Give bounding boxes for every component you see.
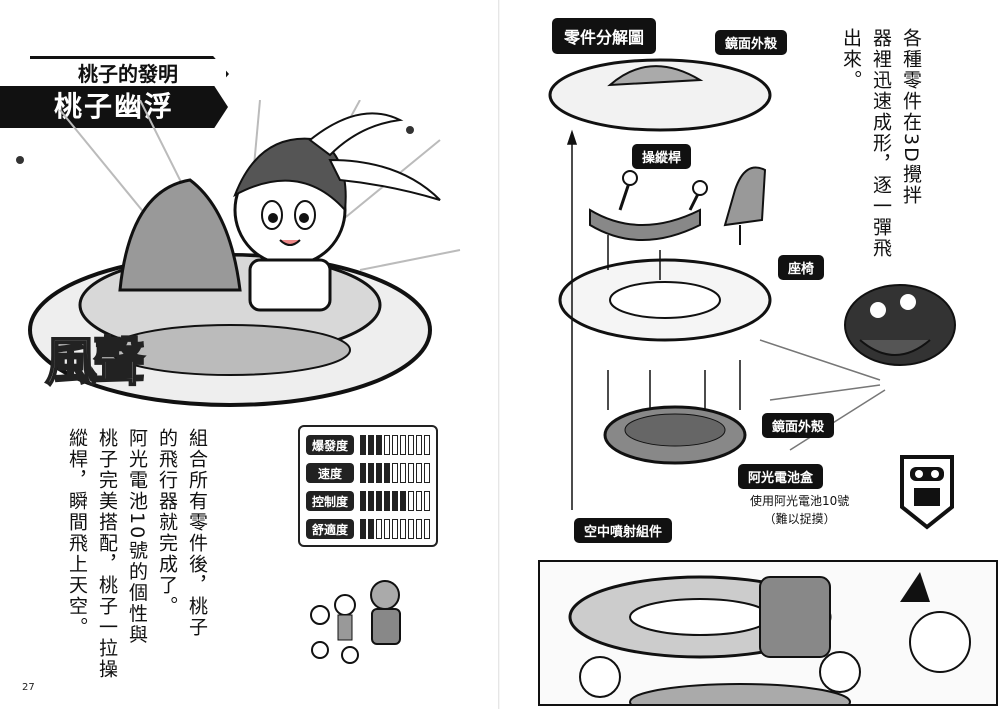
label-battery-box: 阿光電池盒 — [738, 464, 824, 489]
stat-segment — [360, 491, 366, 511]
title-big: 桃子幽浮 — [0, 86, 228, 128]
stat-row: 控制度 — [306, 487, 430, 515]
stat-bar — [360, 463, 430, 483]
battery-note-line1: 使用阿光電池10號 — [750, 494, 850, 508]
page-number-left: 27 — [22, 682, 35, 693]
stat-segment — [408, 519, 414, 539]
stat-segment — [416, 435, 422, 455]
left-paragraph-col-2: 的飛行器就完成了。 — [156, 428, 178, 617]
label-mirror-shell-bottom: 鏡面外殼 — [762, 413, 835, 438]
stat-segment — [384, 519, 390, 539]
stat-segment — [376, 519, 382, 539]
comic-panel-illustration — [568, 572, 971, 704]
battery-note-line2: （難以捉摸） — [763, 512, 836, 526]
title-block: 桃子的發明 桃子幽浮 — [0, 26, 232, 128]
stat-segment — [408, 491, 414, 511]
label-mirror-shell-top: 鏡面外殼 — [715, 30, 788, 55]
stat-segment — [416, 519, 422, 539]
stat-segment — [424, 491, 430, 511]
stat-segment — [368, 519, 374, 539]
stat-segment — [360, 519, 366, 539]
peach-ufo-illustration — [16, 100, 461, 407]
stat-segment — [400, 435, 406, 455]
stat-bar — [360, 491, 430, 511]
left-paragraph: 組合所有零件後，桃子 的飛行器就完成了。 阿光電池10號的個性與 桃子完美搭配，… — [62, 428, 212, 680]
stat-segment — [376, 491, 382, 511]
stat-segment — [368, 491, 374, 511]
stat-segment — [392, 491, 398, 511]
stat-bar — [360, 519, 430, 539]
stat-segment — [368, 435, 374, 455]
stat-row: 爆發度 — [306, 431, 430, 459]
stat-segment — [384, 491, 390, 511]
left-page: 桃子的發明 桃子幽浮 風聲 組合所有零件後，桃子 的飛行器就完成了。 阿光電池1… — [0, 26, 461, 693]
right-paragraph-col-2: 器裡迅速成形，逐一彈飛 — [870, 28, 892, 259]
stat-segment — [384, 435, 390, 455]
stat-segment — [392, 463, 398, 483]
right-paragraph-col-1: 各種零件在3D攪拌 — [900, 28, 922, 206]
stat-label: 爆發度 — [306, 435, 354, 455]
stat-segment — [416, 463, 422, 483]
stat-label: 控制度 — [306, 491, 354, 511]
label-jet-unit: 空中噴射組件 — [574, 518, 673, 543]
stat-label: 速度 — [306, 463, 354, 483]
stat-segment — [392, 435, 398, 455]
exploded-diagram — [548, 58, 956, 510]
stat-segment — [384, 463, 390, 483]
left-paragraph-col-3: 阿光電池10號的個性與 — [126, 428, 148, 646]
stat-row: 速度 — [306, 459, 430, 487]
battery-note: 使用阿光電池10號 （難以捉摸） — [750, 492, 849, 528]
small-characters-illustration — [310, 580, 401, 664]
label-joystick: 操縱桿 — [632, 144, 692, 169]
stat-segment — [408, 435, 414, 455]
wind-sound-effect: 風聲 — [44, 332, 146, 394]
stat-segment — [400, 463, 406, 483]
stat-segment — [424, 463, 430, 483]
stat-segment — [424, 519, 430, 539]
stat-label: 舒適度 — [306, 519, 354, 539]
stat-segment — [376, 435, 382, 455]
stat-segment — [400, 519, 406, 539]
left-paragraph-col-1: 組合所有零件後，桃子 — [186, 428, 208, 638]
stat-segment — [424, 435, 430, 455]
right-paragraph: 各種零件在3D攪拌 器裡迅速成形，逐一彈飛 出來。 — [836, 28, 926, 278]
stat-segment — [376, 463, 382, 483]
stat-segment — [400, 491, 406, 511]
comic-panel — [538, 560, 998, 706]
left-paragraph-col-5: 縱桿，瞬間飛上天空。 — [66, 428, 88, 638]
stat-segment — [368, 463, 374, 483]
stat-segment — [360, 435, 366, 455]
mascot-badge-icon — [900, 455, 954, 530]
stat-segment — [360, 463, 366, 483]
stats-panel: 爆發度 速度 控制度 舒適度 — [298, 425, 438, 547]
exploded-view-header: 零件分解圖 — [552, 18, 657, 54]
label-seat: 座椅 — [778, 255, 825, 280]
stat-segment — [416, 491, 422, 511]
left-paragraph-col-4: 桃子完美搭配，桃子一拉操 — [96, 428, 118, 680]
stat-row: 舒適度 — [306, 515, 430, 543]
right-paragraph-col-3: 出來。 — [840, 28, 862, 91]
stat-bar — [360, 435, 430, 455]
stat-segment — [392, 519, 398, 539]
stat-segment — [408, 463, 414, 483]
